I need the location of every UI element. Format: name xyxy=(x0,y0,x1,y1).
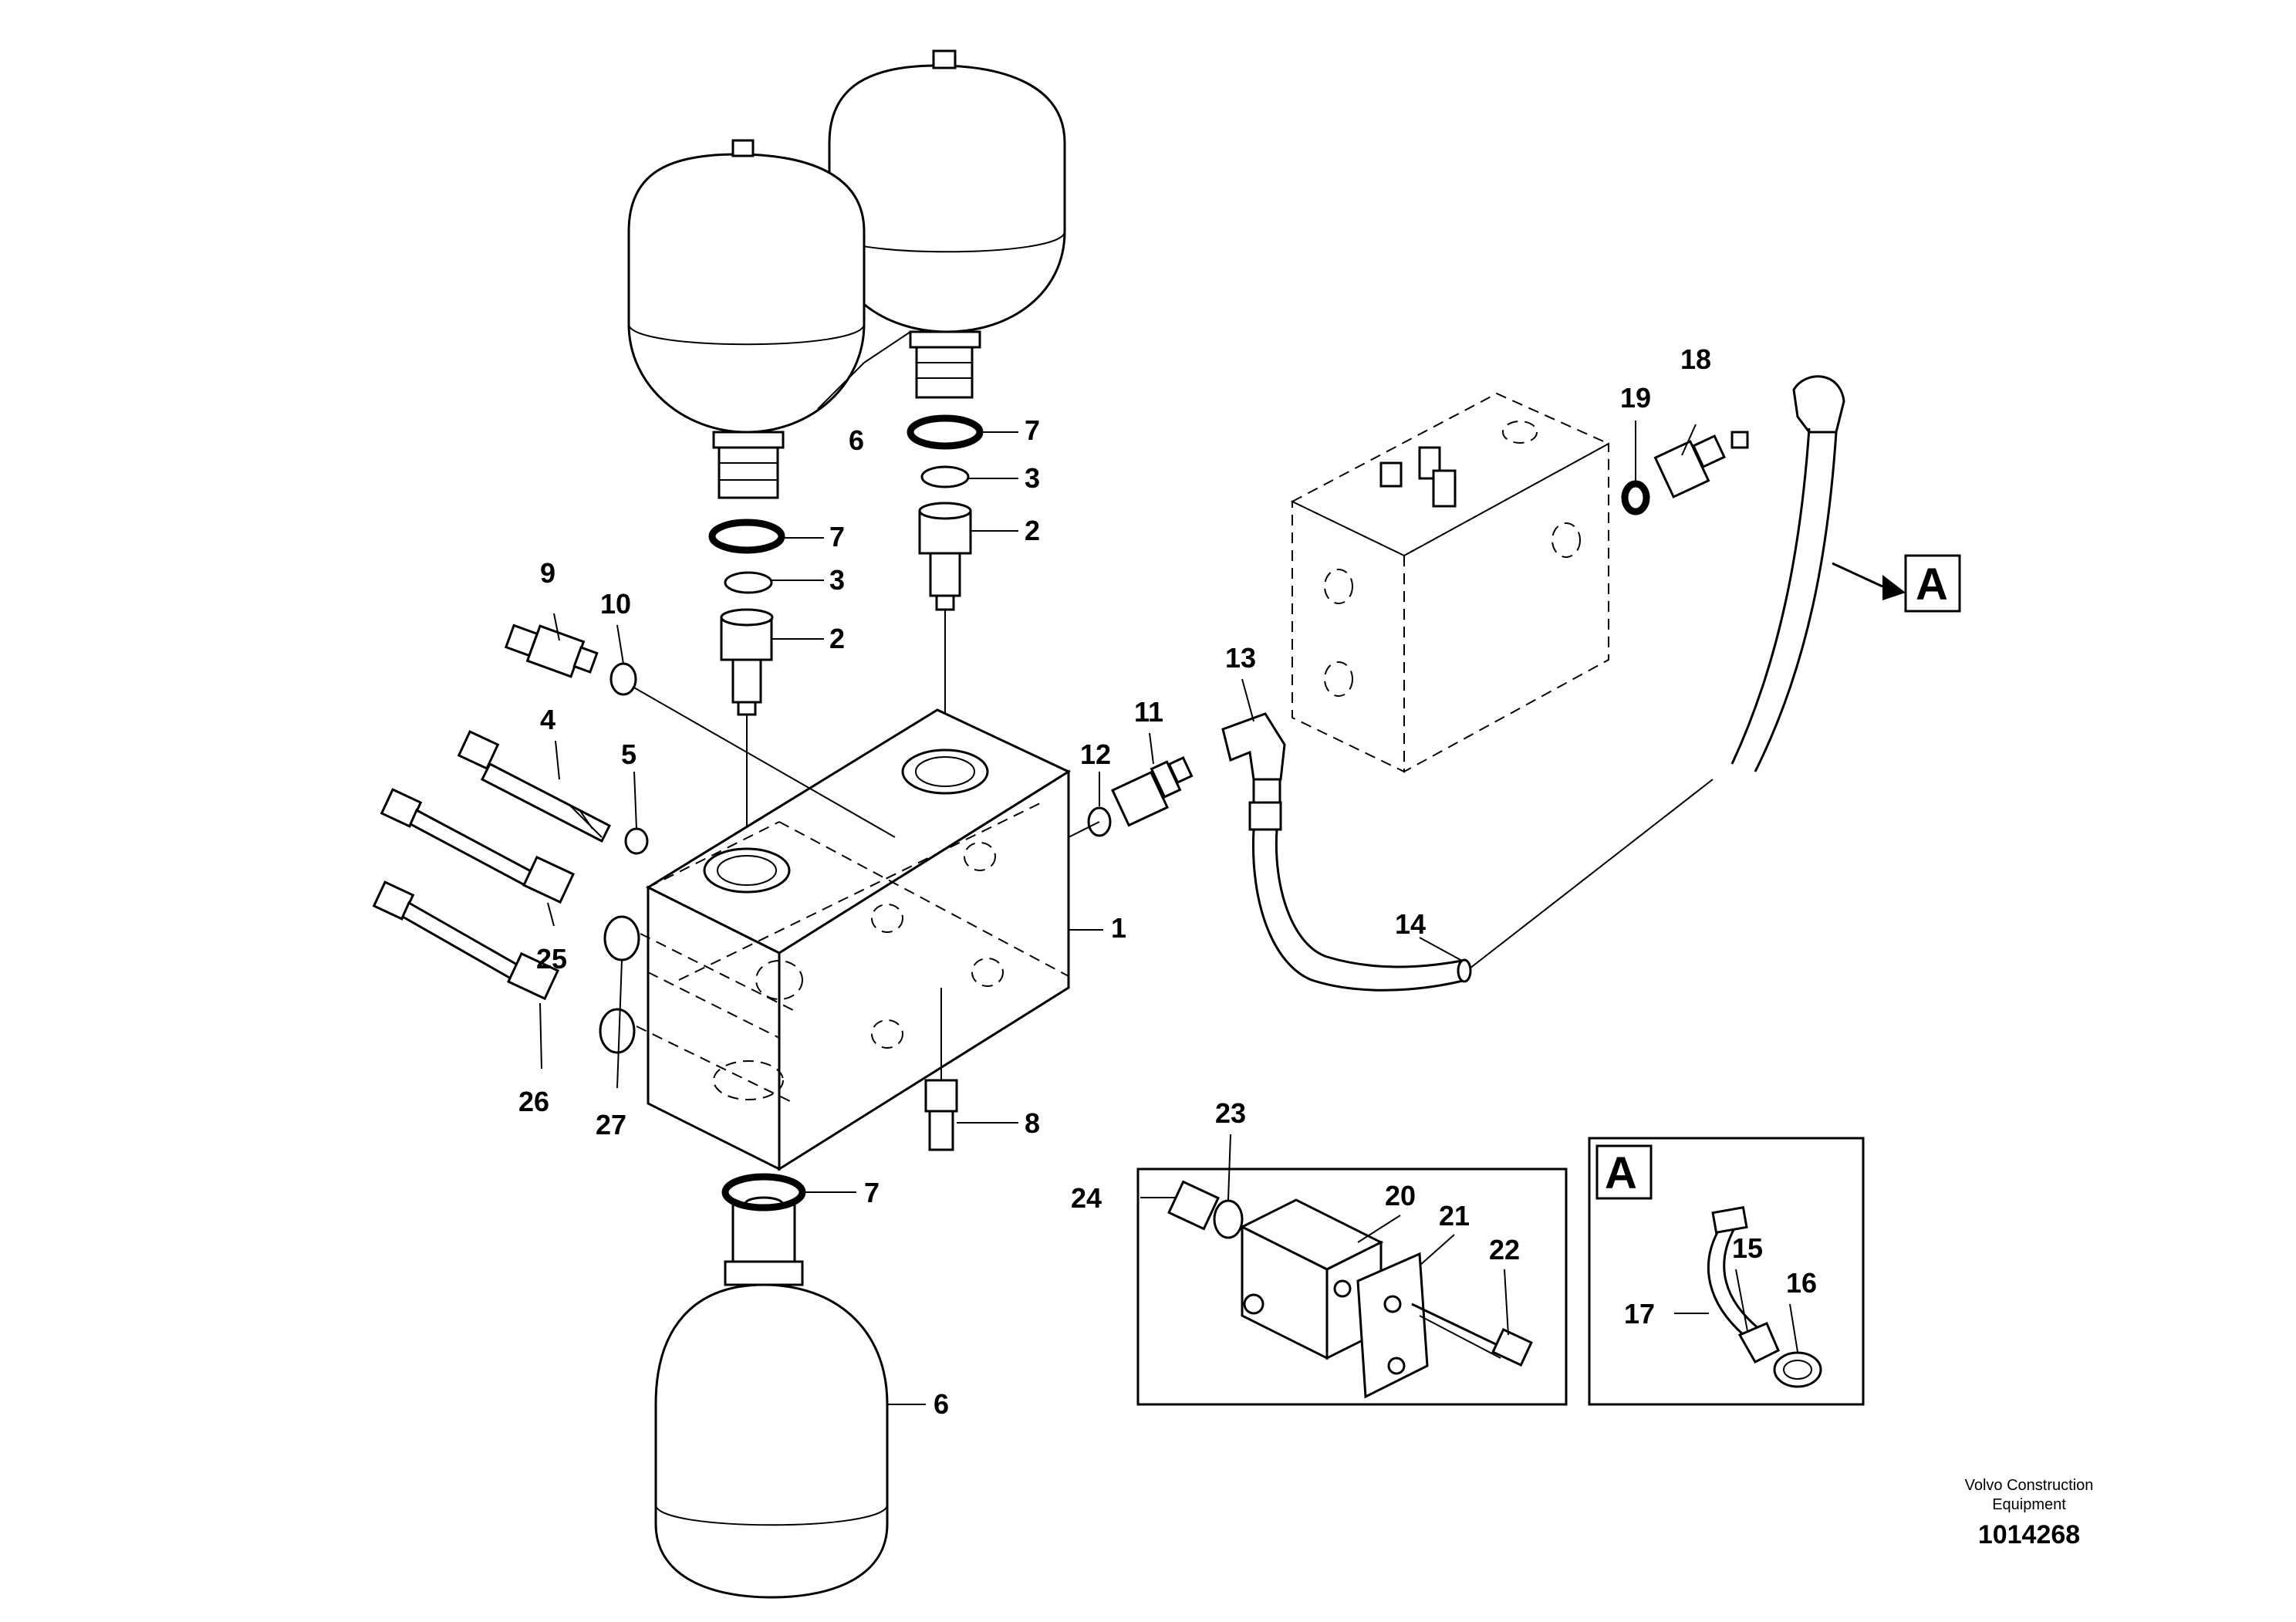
valve-2-rear xyxy=(918,502,972,611)
callout-7-front: 7 xyxy=(829,521,845,552)
callout-20: 20 xyxy=(1385,1180,1416,1211)
document-number: 1014268 xyxy=(1978,1520,2080,1549)
fitting-18 xyxy=(1653,431,1749,498)
callout-3-front: 3 xyxy=(829,564,845,596)
o-ring-7-rear xyxy=(907,414,984,450)
company-name-line1: Volvo Construction xyxy=(1965,1477,2094,1494)
callout-10: 10 xyxy=(600,588,631,620)
detail-a-marker: A xyxy=(1832,554,1961,613)
elbow-13 xyxy=(1221,712,1286,812)
valve-block xyxy=(645,708,1072,1171)
callout-23: 23 xyxy=(1215,1097,1246,1129)
detail-a-label: A xyxy=(1605,1148,1637,1198)
ring-3-front xyxy=(724,571,773,594)
callout-24: 24 xyxy=(1071,1182,1102,1214)
switch-detail-box xyxy=(1136,1168,1568,1406)
accumulator-front xyxy=(627,139,866,499)
bolt-4 xyxy=(457,730,612,843)
fitting-15 xyxy=(1737,1322,1780,1363)
accumulator-bottom xyxy=(654,1196,889,1599)
test-fitting-26 xyxy=(372,880,560,1001)
callout-7-rear: 7 xyxy=(1025,414,1040,446)
washer-19 xyxy=(1621,480,1650,515)
callout-6-lower: 6 xyxy=(934,1388,949,1420)
svg-text:A: A xyxy=(1916,559,1948,610)
callout-numbers: 6 7 3 2 7 3 2 9 10 4 5 1 25 26 27 8 7 6 … xyxy=(518,343,1817,1420)
callout-18: 18 xyxy=(1680,343,1711,375)
callout-14: 14 xyxy=(1395,908,1426,940)
callout-1: 1 xyxy=(1111,912,1126,944)
ring-3-rear xyxy=(920,465,970,488)
callout-3-rear: 3 xyxy=(1025,462,1040,494)
pressure-sensor-9 xyxy=(504,623,599,678)
callout-27: 27 xyxy=(596,1109,626,1140)
company-name-line2: Equipment xyxy=(1992,1496,2066,1513)
callout-17: 17 xyxy=(1624,1298,1655,1330)
cap-16 xyxy=(1773,1351,1822,1388)
detail-a-box xyxy=(1588,1137,1865,1406)
o-ring-7-front xyxy=(708,519,785,554)
valve-2-front xyxy=(720,608,774,716)
leader-lines xyxy=(539,331,1798,1405)
accumulator-rear xyxy=(828,49,1066,399)
test-fitting-25 xyxy=(380,788,576,904)
union-nut-24 xyxy=(1167,1180,1220,1231)
plug-8 xyxy=(924,988,958,1151)
detail-a-label-box xyxy=(1595,1144,1653,1200)
callout-21: 21 xyxy=(1439,1200,1470,1232)
callout-7-bottom: 7 xyxy=(864,1177,880,1208)
callout-25: 25 xyxy=(536,943,567,975)
callout-8: 8 xyxy=(1025,1107,1040,1139)
washer-10 xyxy=(609,662,637,696)
callout-4: 4 xyxy=(540,704,555,735)
screw-22 xyxy=(1411,1303,1533,1367)
callout-11: 11 xyxy=(1134,696,1163,728)
hose-a xyxy=(1730,375,1845,772)
washer-23 xyxy=(1213,1199,1244,1239)
callout-19: 19 xyxy=(1620,382,1651,414)
adapter-11 xyxy=(1111,755,1194,827)
callout-15: 15 xyxy=(1732,1232,1763,1264)
hose-17 xyxy=(1707,1205,1760,1336)
callout-22: 22 xyxy=(1489,1234,1520,1265)
callout-9: 9 xyxy=(540,557,555,589)
callout-5: 5 xyxy=(621,738,636,770)
callout-2-rear: 2 xyxy=(1025,515,1040,546)
washer-27-upper xyxy=(603,915,640,961)
remote-valve-block xyxy=(1290,392,1611,773)
callout-13: 13 xyxy=(1225,642,1256,674)
washer-5 xyxy=(624,827,649,855)
callout-26: 26 xyxy=(518,1086,549,1117)
callout-16: 16 xyxy=(1786,1267,1817,1299)
callout-2-front: 2 xyxy=(829,623,845,654)
washer-27-lower xyxy=(599,1008,636,1054)
callout-6-upper: 6 xyxy=(849,424,864,456)
hose-14 xyxy=(1248,779,1714,992)
callout-12: 12 xyxy=(1080,738,1111,770)
bracket-21 xyxy=(1356,1252,1429,1399)
